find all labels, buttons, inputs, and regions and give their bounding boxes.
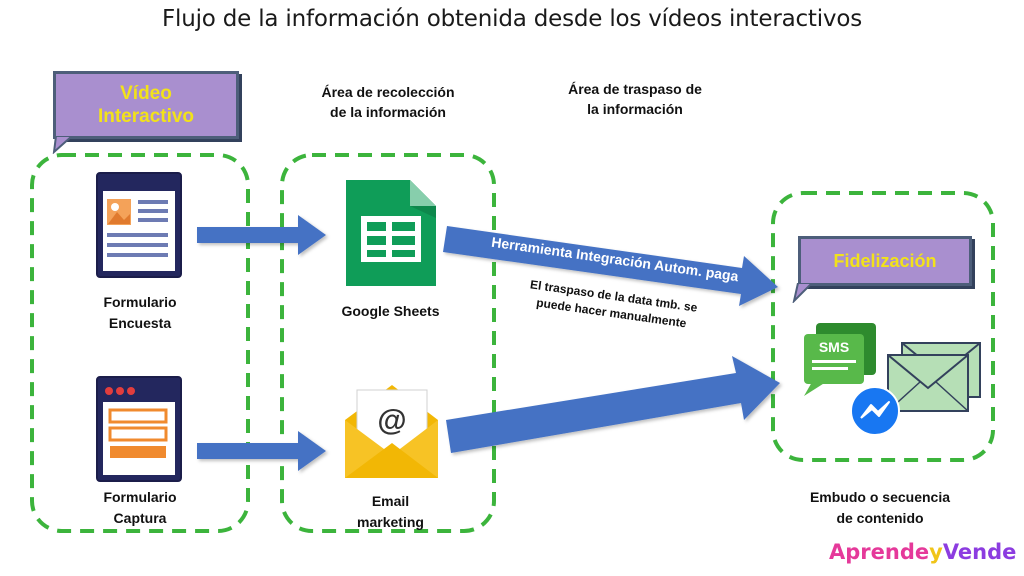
aprendeyvende-logo: AprendeyVende — [829, 540, 1016, 564]
collection-group-border — [280, 153, 496, 533]
funnel-line2: de contenido — [836, 510, 924, 526]
collection-area-line2: de la información — [330, 104, 446, 120]
funnel-line1: Embudo o secuencia — [809, 489, 951, 505]
loyalty-box-tail — [792, 283, 814, 303]
capture-form-line2: Captura — [113, 510, 167, 526]
logo-part-y: y — [929, 540, 943, 564]
sms-label: SMS — [819, 339, 849, 355]
transfer-area-line2: la información — [587, 101, 683, 117]
at-symbol: @ — [377, 404, 406, 437]
logo-part-aprende: Aprende — [829, 540, 930, 564]
integration-arrow — [443, 226, 778, 306]
collection-area-label: Área de recolección de la información — [282, 82, 494, 122]
funnel-caption: Embudo o secuencia de contenido — [780, 487, 980, 529]
video-interactive-box: Vídeo Interactivo — [53, 71, 239, 139]
video-box-line2: Interactivo — [97, 106, 195, 127]
video-box-line1: Vídeo — [120, 83, 172, 104]
transfer-area-label: Área de traspaso de la información — [520, 79, 750, 119]
capture-form-caption: Formulario Captura — [60, 487, 220, 529]
survey-form-line1: Formulario — [103, 294, 177, 310]
survey-form-line2: Encuesta — [108, 315, 172, 331]
email-to-loyalty-arrow — [446, 356, 780, 453]
google-sheets-icon — [346, 180, 436, 286]
transfer-area-line1: Área de traspaso de — [568, 81, 702, 97]
survey-form-caption: Formulario Encuesta — [60, 292, 220, 334]
video-group-border — [30, 153, 250, 533]
email-line2: marketing — [357, 514, 424, 530]
capture-to-email-arrow — [197, 431, 326, 471]
collection-area-line1: Área de recolección — [321, 84, 455, 100]
google-sheets-caption: Google Sheets — [341, 303, 440, 319]
capture-form-icon — [96, 376, 182, 482]
capture-form-line1: Formulario — [103, 489, 177, 505]
survey-to-sheets-arrow — [197, 215, 326, 255]
survey-form-icon — [96, 172, 182, 278]
email-envelope-icon: @ — [345, 385, 438, 478]
video-box-tail — [52, 136, 74, 154]
loyalty-group-border — [771, 191, 995, 462]
messenger-icon — [850, 386, 900, 436]
email-caption: Email marketing — [298, 491, 483, 533]
email-line1: Email — [371, 493, 410, 509]
sms-bubble-icon: SMS — [804, 323, 876, 396]
mail-envelopes-icon — [887, 342, 981, 412]
logo-part-vende: Vende — [942, 540, 1017, 564]
loyalty-box-label: Fidelización — [833, 251, 937, 271]
loyalty-box: Fidelización — [798, 236, 972, 286]
page-title: Flujo de la información obtenida desde l… — [162, 6, 862, 32]
